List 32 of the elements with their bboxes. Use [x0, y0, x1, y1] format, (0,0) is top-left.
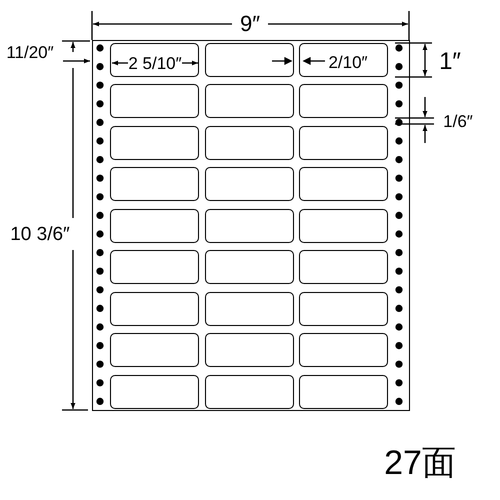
- label-box: [298, 250, 388, 284]
- label-box: [110, 292, 198, 326]
- label-box: [204, 126, 294, 160]
- label-box: [204, 250, 294, 284]
- label-box: [204, 42, 294, 76]
- label-box: [110, 333, 198, 367]
- label-sheet: [92, 40, 410, 411]
- dimension-label: 2/10″: [328, 54, 368, 70]
- label-box: [110, 250, 198, 284]
- dimension-label: 11/20″: [6, 44, 54, 60]
- label-box: [298, 126, 388, 160]
- label-box: [110, 84, 198, 118]
- label-box: [298, 84, 388, 118]
- dimension-label: 2 5/10″: [128, 54, 182, 72]
- label-box: [298, 374, 388, 408]
- label-box: [298, 292, 388, 326]
- label-box: [298, 208, 388, 242]
- label-box: [110, 126, 198, 160]
- label-box: [204, 208, 294, 242]
- label-box: [204, 167, 294, 201]
- label-box: [110, 374, 198, 408]
- label-box: [204, 374, 294, 408]
- label-box: [204, 333, 294, 367]
- dimension-label: 10 3/6″: [10, 224, 70, 244]
- dimension-label: 1/6″: [443, 112, 473, 130]
- label-box: [298, 333, 388, 367]
- label-box: [110, 167, 198, 201]
- label-box: [204, 84, 294, 118]
- label-box: [110, 208, 198, 242]
- label-count: 27面: [384, 446, 456, 480]
- label-box: [298, 167, 388, 201]
- label-box: [204, 292, 294, 326]
